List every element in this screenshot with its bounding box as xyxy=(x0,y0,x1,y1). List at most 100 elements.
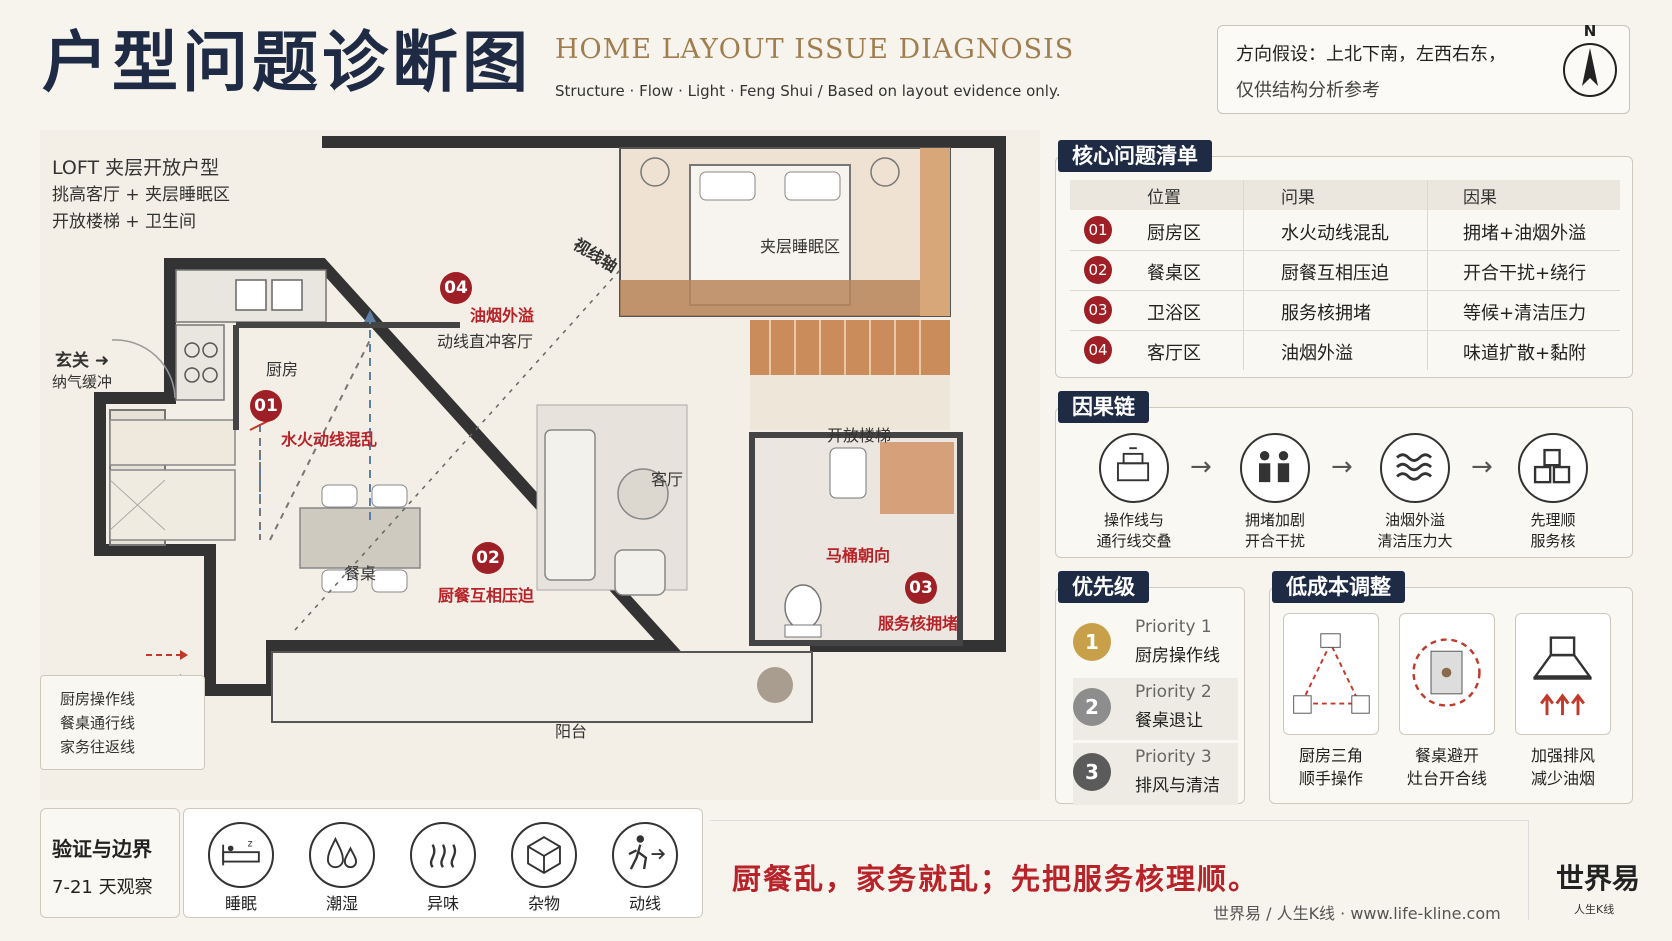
issue-num-01: 01 xyxy=(1084,216,1112,244)
adjust-label-1: 厨房三角顺手操作 xyxy=(1298,746,1363,788)
orientation-line-1: 方向假设：上北下南，左西右东， xyxy=(1236,44,1506,65)
row-divider xyxy=(1070,250,1620,251)
priority-item-2: 2 Priority 2 餐桌退让 xyxy=(1073,678,1238,740)
medal-silver-icon: 2 xyxy=(1073,688,1111,726)
living-label: 客厅 xyxy=(651,470,684,489)
walk-icon xyxy=(612,822,678,888)
chain-label-4: 先理顺服务核 xyxy=(1530,511,1576,550)
people-icon xyxy=(1240,433,1310,503)
marker-03: 03 xyxy=(905,572,937,604)
floor-plan-drawing xyxy=(94,136,1006,723)
brand-logo-sub: 人生K线 xyxy=(1574,903,1615,916)
issues-table-header xyxy=(1070,180,1620,210)
issue-effect: 油烟外溢 xyxy=(1281,343,1353,364)
orientation-box xyxy=(1217,25,1630,114)
priority-item-3: 3 Priority 3 排风与清洁 xyxy=(1073,743,1238,805)
priority-en: Priority 1 xyxy=(1135,617,1212,637)
legend-kitchen-line: 厨房操作线 xyxy=(60,690,136,708)
kitchen-label: 厨房 xyxy=(266,360,299,379)
legend-chore-line: 家务往返线 xyxy=(60,738,136,756)
issues-tag: 核心问题清单 xyxy=(1058,140,1212,172)
entrance-label: 玄关 ➜ xyxy=(55,351,110,371)
slogan-divider xyxy=(710,820,1528,821)
issue-cause: 味道扩散+黏附 xyxy=(1463,343,1587,364)
verify-sleep-label: 睡眠 xyxy=(224,894,257,913)
marker-01-label: 水火动线混乱 xyxy=(281,430,378,449)
marker-04-sub: 动线直冲客厅 xyxy=(437,332,534,351)
odor-icon xyxy=(410,822,476,888)
row-divider xyxy=(1070,330,1620,331)
marker-03-sub: 马桶朝向 xyxy=(826,546,891,565)
header-location: 位置 xyxy=(1147,188,1181,208)
loft-info-line-1: LOFT 夹层开放户型 xyxy=(52,157,220,179)
compass-n-label: N xyxy=(1584,22,1597,40)
chain-arrow-icon: → xyxy=(1190,452,1212,482)
issue-num-02: 02 xyxy=(1084,256,1112,284)
chain-arrow-icon: → xyxy=(1331,452,1353,482)
loft-info-line-2: 挑高客厅 + 夹层睡眠区 xyxy=(52,185,231,205)
entrance-note: 纳气缓冲 xyxy=(52,373,113,391)
marker-04: 04 xyxy=(440,272,472,304)
verify-clutter-label: 杂物 xyxy=(527,894,560,913)
adjust-label-2: 餐桌避开灶台开合线 xyxy=(1406,746,1487,788)
smoke-icon xyxy=(1380,433,1450,503)
verify-title: 验证与边界 xyxy=(52,837,152,861)
issue-loc: 客厅区 xyxy=(1147,343,1201,364)
priority-cn: 排风与清洁 xyxy=(1135,776,1220,796)
chain-label-3: 油烟外溢清洁压力大 xyxy=(1377,511,1453,550)
footer-credit: 世界易 / 人生K线 · www.life-kline.com xyxy=(1213,904,1501,923)
medal-gold-icon: 1 xyxy=(1073,623,1111,661)
loft-info: LOFT 夹层开放户型 挑高客厅 + 夹层睡眠区 开放楼梯 + 卫生间 xyxy=(52,155,230,236)
issue-effect: 服务核拥堵 xyxy=(1281,303,1371,324)
chain-tag: 因果链 xyxy=(1058,391,1149,423)
verify-days: 7-21 天观察 xyxy=(52,877,153,898)
marker-02: 02 xyxy=(472,542,504,574)
flow-legend xyxy=(40,675,205,770)
header-cause: 因果 xyxy=(1463,188,1497,208)
table-icon xyxy=(1399,613,1495,735)
verify-odor-label: 异味 xyxy=(426,894,459,913)
hood-icon xyxy=(1515,613,1611,735)
boxes-icon xyxy=(1518,433,1588,503)
loft-info-line-3: 开放楼梯 + 卫生间 xyxy=(52,212,197,232)
brand-logo: 世界易 xyxy=(1556,862,1641,895)
issue-cause: 拥堵+油烟外溢 xyxy=(1463,223,1587,244)
english-title: HOME LAYOUT ISSUE DIAGNOSIS xyxy=(555,34,1075,65)
priority-en: Priority 2 xyxy=(1135,682,1212,702)
page-title: 户型问题诊断图 xyxy=(42,23,532,101)
table-divider xyxy=(1427,180,1428,370)
priority-tag: 优先级 xyxy=(1058,571,1149,603)
table-divider xyxy=(1243,180,1244,370)
triangle-icon xyxy=(1283,613,1379,735)
orientation-line-2: 仅供结构分析参考 xyxy=(1236,80,1380,101)
stove-icon xyxy=(1099,433,1169,503)
bedroom-label: 夹层睡眠区 xyxy=(760,237,841,256)
issue-loc: 餐桌区 xyxy=(1147,263,1201,284)
adjust-tag: 低成本调整 xyxy=(1272,571,1405,603)
verify-box xyxy=(40,808,180,918)
compass-icon: N xyxy=(1563,22,1617,97)
medal-bronze-icon: 3 xyxy=(1073,753,1111,791)
balcony-label: 阳台 xyxy=(555,722,588,741)
adjust-label-3: 加强排风减少油烟 xyxy=(1530,746,1595,788)
row-divider xyxy=(1070,290,1620,291)
issue-cause: 开合干扰+绕行 xyxy=(1463,263,1587,284)
marker-04-label: 油烟外溢 xyxy=(470,306,535,325)
priority-cn: 餐桌退让 xyxy=(1135,711,1203,731)
priority-en: Priority 3 xyxy=(1135,747,1212,767)
chain-label-2: 拥堵加剧开合干扰 xyxy=(1244,511,1305,550)
dining-label: 餐桌 xyxy=(344,564,377,583)
slogan: 厨餐乱，家务就乱；先把服务核理顺。 xyxy=(732,862,1260,896)
svg-text:z: z xyxy=(248,839,253,850)
humidity-icon xyxy=(309,822,375,888)
clutter-icon xyxy=(511,822,577,888)
stairs-label: 开放楼梯 xyxy=(827,426,892,445)
marker-02-label: 厨餐互相压迫 xyxy=(438,586,535,605)
issue-num-04: 04 xyxy=(1084,336,1112,364)
header-effect: 问果 xyxy=(1281,188,1315,208)
issue-loc: 卫浴区 xyxy=(1147,303,1201,324)
chain-label-1: 操作线与通行线交叠 xyxy=(1096,511,1172,550)
sleep-icon: z xyxy=(208,822,274,888)
issue-num-03: 03 xyxy=(1084,296,1112,324)
logo-box xyxy=(1528,820,1632,920)
